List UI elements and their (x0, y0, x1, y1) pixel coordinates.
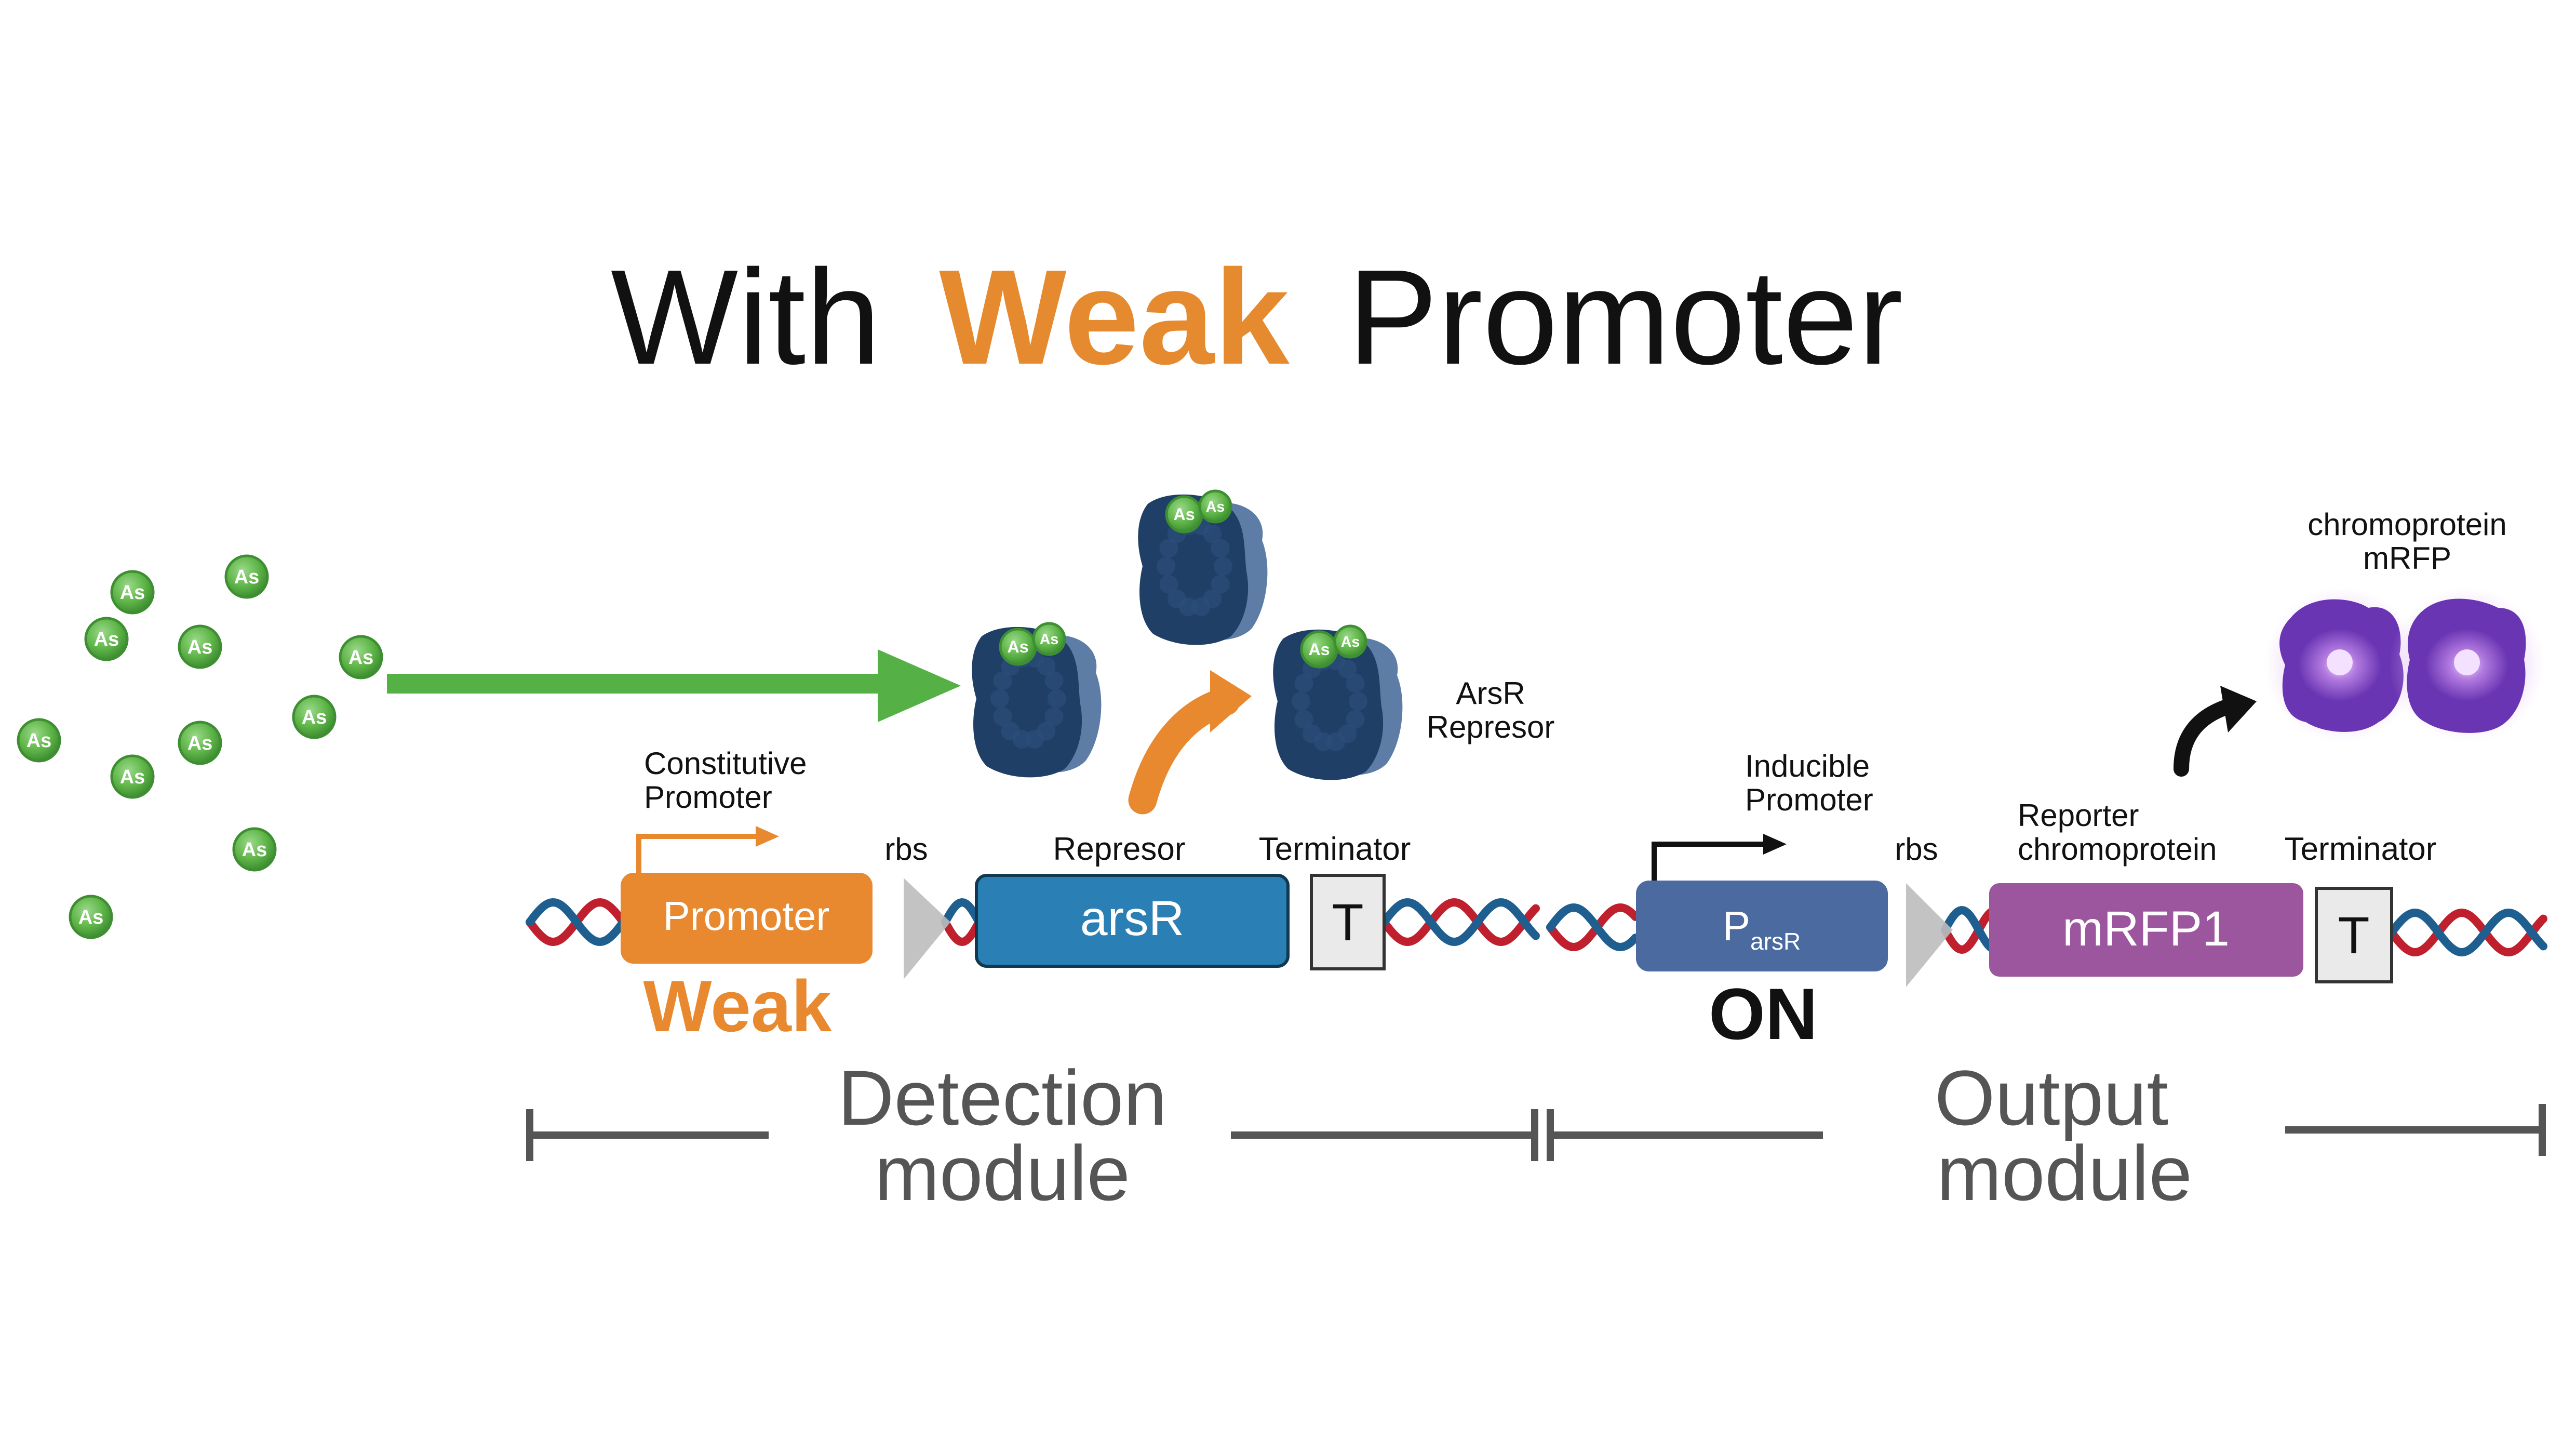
detection-module-label-line2: module (875, 1129, 1130, 1217)
inducible-promoter-arrow (1652, 834, 1787, 883)
chromoprotein-label-line2: mRFP (2363, 541, 2451, 576)
page-title: With Weak Promoter (611, 242, 1903, 393)
green-arrow (387, 649, 961, 722)
detection-terminator: T (1310, 874, 1386, 970)
arsenic-molecule: As (110, 754, 155, 799)
arsenic-molecule: As (69, 895, 113, 939)
arsenic-label: As (1308, 640, 1330, 659)
orange-arrow (1128, 670, 1252, 815)
output-module-label-line2: module (1937, 1129, 2192, 1217)
arsenic-label: As (94, 629, 119, 650)
reporter-header-line2: chromoprotein (2018, 832, 2217, 867)
arsenic-molecule: As (17, 718, 61, 763)
detection-module-label-line1: Detection (838, 1054, 1167, 1141)
output-terminator-header: Terminator (2285, 831, 2437, 867)
arsenic-label: As (1007, 637, 1028, 656)
arsenic-molecule: As (232, 827, 277, 872)
repressor-protein-bound-3: As As (1273, 624, 1403, 780)
title-prefix: With (611, 242, 881, 393)
detection-rbs-label: rbs (884, 832, 928, 867)
constitutive-promoter-arrow (636, 826, 779, 878)
repressor-protein-bound-2: As As (1138, 489, 1268, 645)
promoter-state: ON (1709, 973, 1818, 1055)
represor-header: Represor (1053, 831, 1186, 867)
parsr-main: P (1723, 903, 1750, 949)
constitutive-label-line2: Promoter (644, 780, 772, 815)
arsenic-label: As (242, 839, 267, 861)
black-arrow (2174, 686, 2257, 777)
weak-promoter-box: Promoter (621, 873, 873, 964)
detection-module-bracket (526, 1109, 1538, 1161)
inducible-label-line2: Promoter (1745, 782, 1873, 817)
arsenic-label: As (1173, 505, 1195, 524)
output-module-label-line1: Output (1935, 1054, 2168, 1141)
arsenic-label: As (1040, 631, 1058, 648)
title-highlight: Weak (939, 242, 1290, 393)
detection-terminator-t: T (1332, 894, 1363, 952)
arsenic-label: As (78, 907, 104, 928)
bound-arsenic: As (999, 628, 1037, 666)
parsr-label: ParsR (1723, 903, 1801, 955)
dna-segment (2387, 908, 2547, 957)
constitutive-label-line1: Constitutive (644, 746, 807, 781)
arsenic-molecule: As (178, 721, 222, 765)
parsr-sub: arsR (1750, 928, 1801, 955)
promoter-strength: Weak (643, 965, 831, 1047)
chromoprotein-1 (2264, 587, 2420, 743)
chromoprotein-label-line1: chromoprotein (2307, 507, 2507, 542)
dna-segment (1941, 905, 1995, 954)
arsenic-molecule: As (178, 624, 222, 669)
dna-segment (1380, 898, 1540, 947)
arsenic-label: As (120, 582, 145, 604)
chromoprotein-group (2264, 587, 2545, 743)
promoter-label: Promoter (663, 893, 830, 939)
arsenic-molecule: As (110, 570, 155, 615)
bound-arsenic: As (1165, 495, 1203, 534)
arsr-gene-box: arsR (975, 874, 1290, 968)
arsenic-label: As (187, 636, 213, 658)
repressor-label-line2: Represor (1427, 710, 1555, 744)
mrfp1-gene-label: mRFP1 (2062, 901, 2230, 956)
arsenic-molecule: As (224, 554, 269, 599)
repressor-label-line1: ArsR (1456, 676, 1525, 711)
bound-arsenic: As (1300, 630, 1338, 669)
dna-segment (526, 898, 627, 947)
arsenic-label: As (234, 566, 260, 588)
dna-segment (1546, 903, 1640, 952)
parsr-promoter-box: ParsR (1636, 881, 1888, 971)
detection-terminator-header: Terminator (1259, 831, 1411, 867)
mrfp1-gene-box: mRFP1 (1989, 883, 2303, 977)
output-rbs: rbs (1895, 832, 1953, 987)
output-terminator-t: T (2338, 907, 2369, 965)
chromoprotein-2 (2389, 587, 2545, 743)
output-rbs-label: rbs (1895, 832, 1938, 867)
inducible-label-line1: Inducible (1745, 749, 1870, 783)
detection-rbs: rbs (884, 832, 950, 979)
arsenic-label: As (302, 707, 327, 728)
arsenic-molecule: As (292, 695, 337, 739)
output-terminator: T (2315, 887, 2393, 983)
arsenic-molecule: As (339, 635, 383, 680)
bound-arsenic: As (1198, 489, 1232, 524)
repressor-protein-bound-1: As As (972, 622, 1102, 778)
arsenic-molecule: As (84, 617, 129, 661)
arsenic-label: As (187, 732, 213, 754)
reporter-header-line1: Reporter (2018, 798, 2139, 833)
dna-segment (941, 898, 983, 947)
arsenic-label: As (348, 647, 374, 669)
arsenic-label: As (1206, 499, 1225, 515)
bound-arsenic: As (1032, 622, 1066, 656)
bound-arsenic: As (1333, 624, 1367, 659)
arsenic-label: As (1341, 634, 1360, 650)
arsr-gene-label: arsR (1080, 891, 1185, 946)
arsenic-label: As (26, 730, 52, 752)
title-suffix: Promoter (1348, 242, 1903, 393)
dna-strands (526, 898, 2547, 957)
output-module-bracket (1547, 1104, 2546, 1161)
arsenic-label: As (120, 766, 145, 788)
